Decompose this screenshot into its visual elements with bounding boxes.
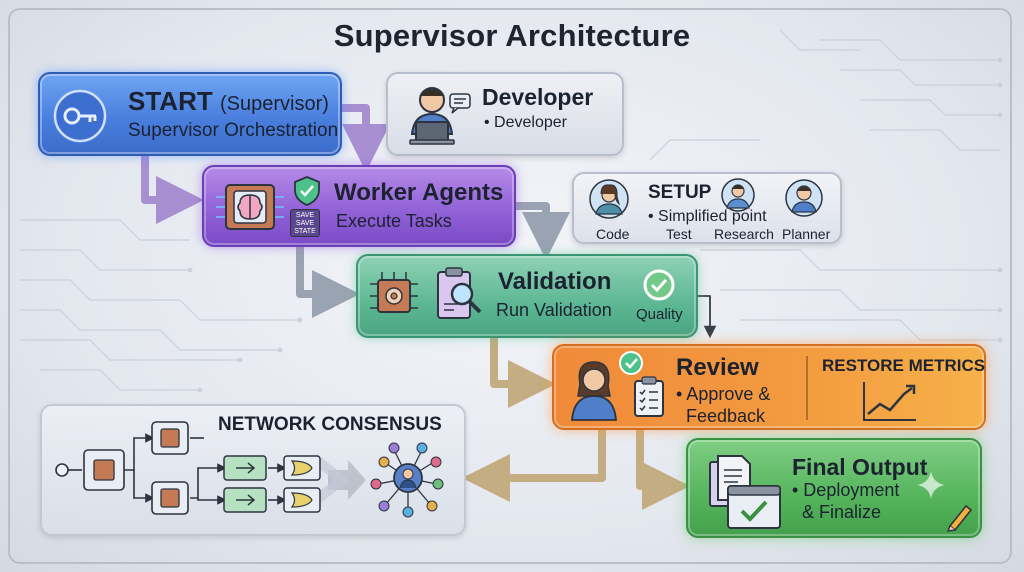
arrow-validation-to-review (490, 334, 556, 408)
tester-avatar-icon (721, 178, 755, 212)
developer-title: Developer (482, 84, 594, 110)
shield-check-icon (294, 176, 320, 206)
save-state-line-1: SAVE (295, 212, 315, 219)
save-state-line-2: SAVE (295, 220, 315, 227)
gate-icon (223, 455, 321, 513)
hub-icon (370, 442, 444, 518)
setup-label-planner: Planner (782, 226, 831, 242)
checklist-icon (634, 376, 664, 417)
validation-quality-badge: Quality (636, 306, 683, 323)
reviewer-avatar-icon (571, 361, 617, 421)
start-title-suffix: (Supervisor) (219, 93, 329, 115)
worker-title: Worker Agents (334, 179, 504, 206)
save-state-line-3: STATE (294, 228, 316, 235)
arrow-start-to-worker (141, 152, 204, 224)
start-subtitle: Supervisor Orchestration (128, 120, 339, 141)
sparkle-icon (917, 471, 945, 499)
chip-icon (83, 421, 189, 515)
setup-title: SETUP (648, 182, 712, 203)
developer-bullet: • Developer (484, 114, 567, 131)
setup-node[interactable]: SETUP • Simplified point Code Test Resea… (572, 172, 842, 244)
coder-avatar-icon (589, 179, 629, 219)
magnifier-clipboard-icon (437, 267, 482, 319)
developer-laptop-icon (409, 87, 471, 145)
final-title: Final Output (792, 454, 928, 480)
review-divider (806, 356, 808, 420)
arrow-worker-to-validation (296, 243, 360, 318)
worker-subtitle: Execute Tasks (336, 211, 452, 231)
review-node[interactable]: Review • Approve & Feedback RESTORE METR… (552, 344, 986, 430)
planner-avatar-icon (785, 179, 823, 217)
arrow-validation-to-review-thin (697, 295, 717, 339)
review-title: Review (676, 354, 759, 381)
setup-label-code: Code (596, 226, 630, 242)
final-line-1: • Deployment (792, 480, 900, 500)
approve-check-icon (619, 351, 643, 375)
developer-node[interactable]: Developer • Developer (386, 72, 624, 156)
review-line-1: • Approve & (676, 384, 771, 404)
growth-chart-icon (863, 382, 916, 421)
final-line-2: & Finalize (802, 502, 882, 522)
arrow-review-to-final (636, 426, 690, 510)
setup-label-research: Research (714, 226, 774, 242)
restore-metrics-label: RESTORE METRICS (822, 356, 986, 375)
pencil-icon (946, 504, 973, 532)
validation-subtitle: Run Validation (496, 300, 612, 320)
gear-chip-icon (370, 272, 418, 313)
start-node[interactable]: START (Supervisor) Supervisor Orchestrat… (38, 72, 342, 156)
diagram-title: Supervisor Architecture (333, 18, 691, 53)
review-line-2: Feedback (686, 406, 766, 426)
validation-node[interactable]: Validation Run Validation Quality (356, 254, 698, 338)
approved-window-icon (727, 485, 781, 529)
setup-bullet: • Simplified point (648, 208, 767, 225)
network-flow-graphic (55, 421, 444, 518)
final-output-node[interactable]: Final Output • Deployment & Finalize (686, 438, 982, 538)
save-state-badge: SAVE SAVE STATE (290, 209, 320, 237)
setup-label-test: Test (666, 226, 692, 242)
validation-title: Validation (498, 268, 612, 295)
network-title: NETWORK CONSENSUS (218, 414, 442, 435)
check-circle-icon (643, 269, 675, 301)
arrow-worker-to-setup (512, 202, 570, 260)
arrow-review-to-network (462, 426, 606, 502)
start-title: START (128, 86, 213, 116)
outer-frame (8, 8, 1012, 564)
key-icon (53, 89, 107, 143)
brain-chip-icon (216, 184, 284, 230)
arrow-start-to-developer (338, 104, 390, 172)
network-consensus-node[interactable]: NETWORK CONSENSUS (40, 404, 466, 536)
worker-agents-node[interactable]: SAVE SAVE STATE Worker Agents Execute Ta… (202, 165, 516, 247)
